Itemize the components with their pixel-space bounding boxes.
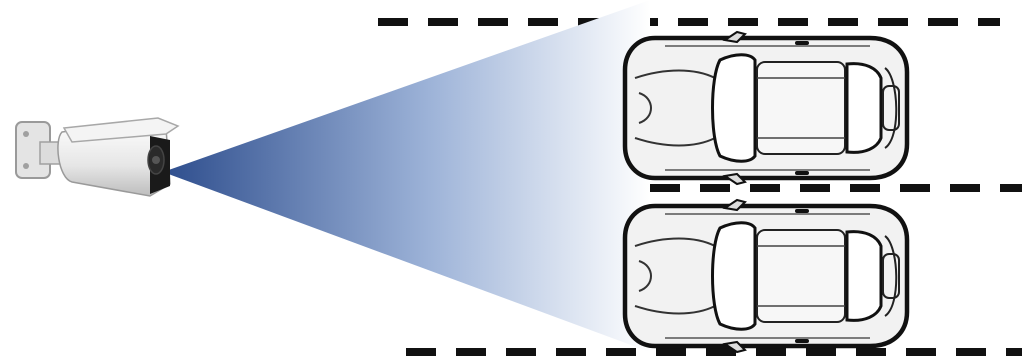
car-icon-top-lane [625,32,907,184]
camera-field-of-view [163,0,650,352]
car-icon-bottom-lane [625,200,907,352]
bullet-camera-icon [15,117,180,197]
